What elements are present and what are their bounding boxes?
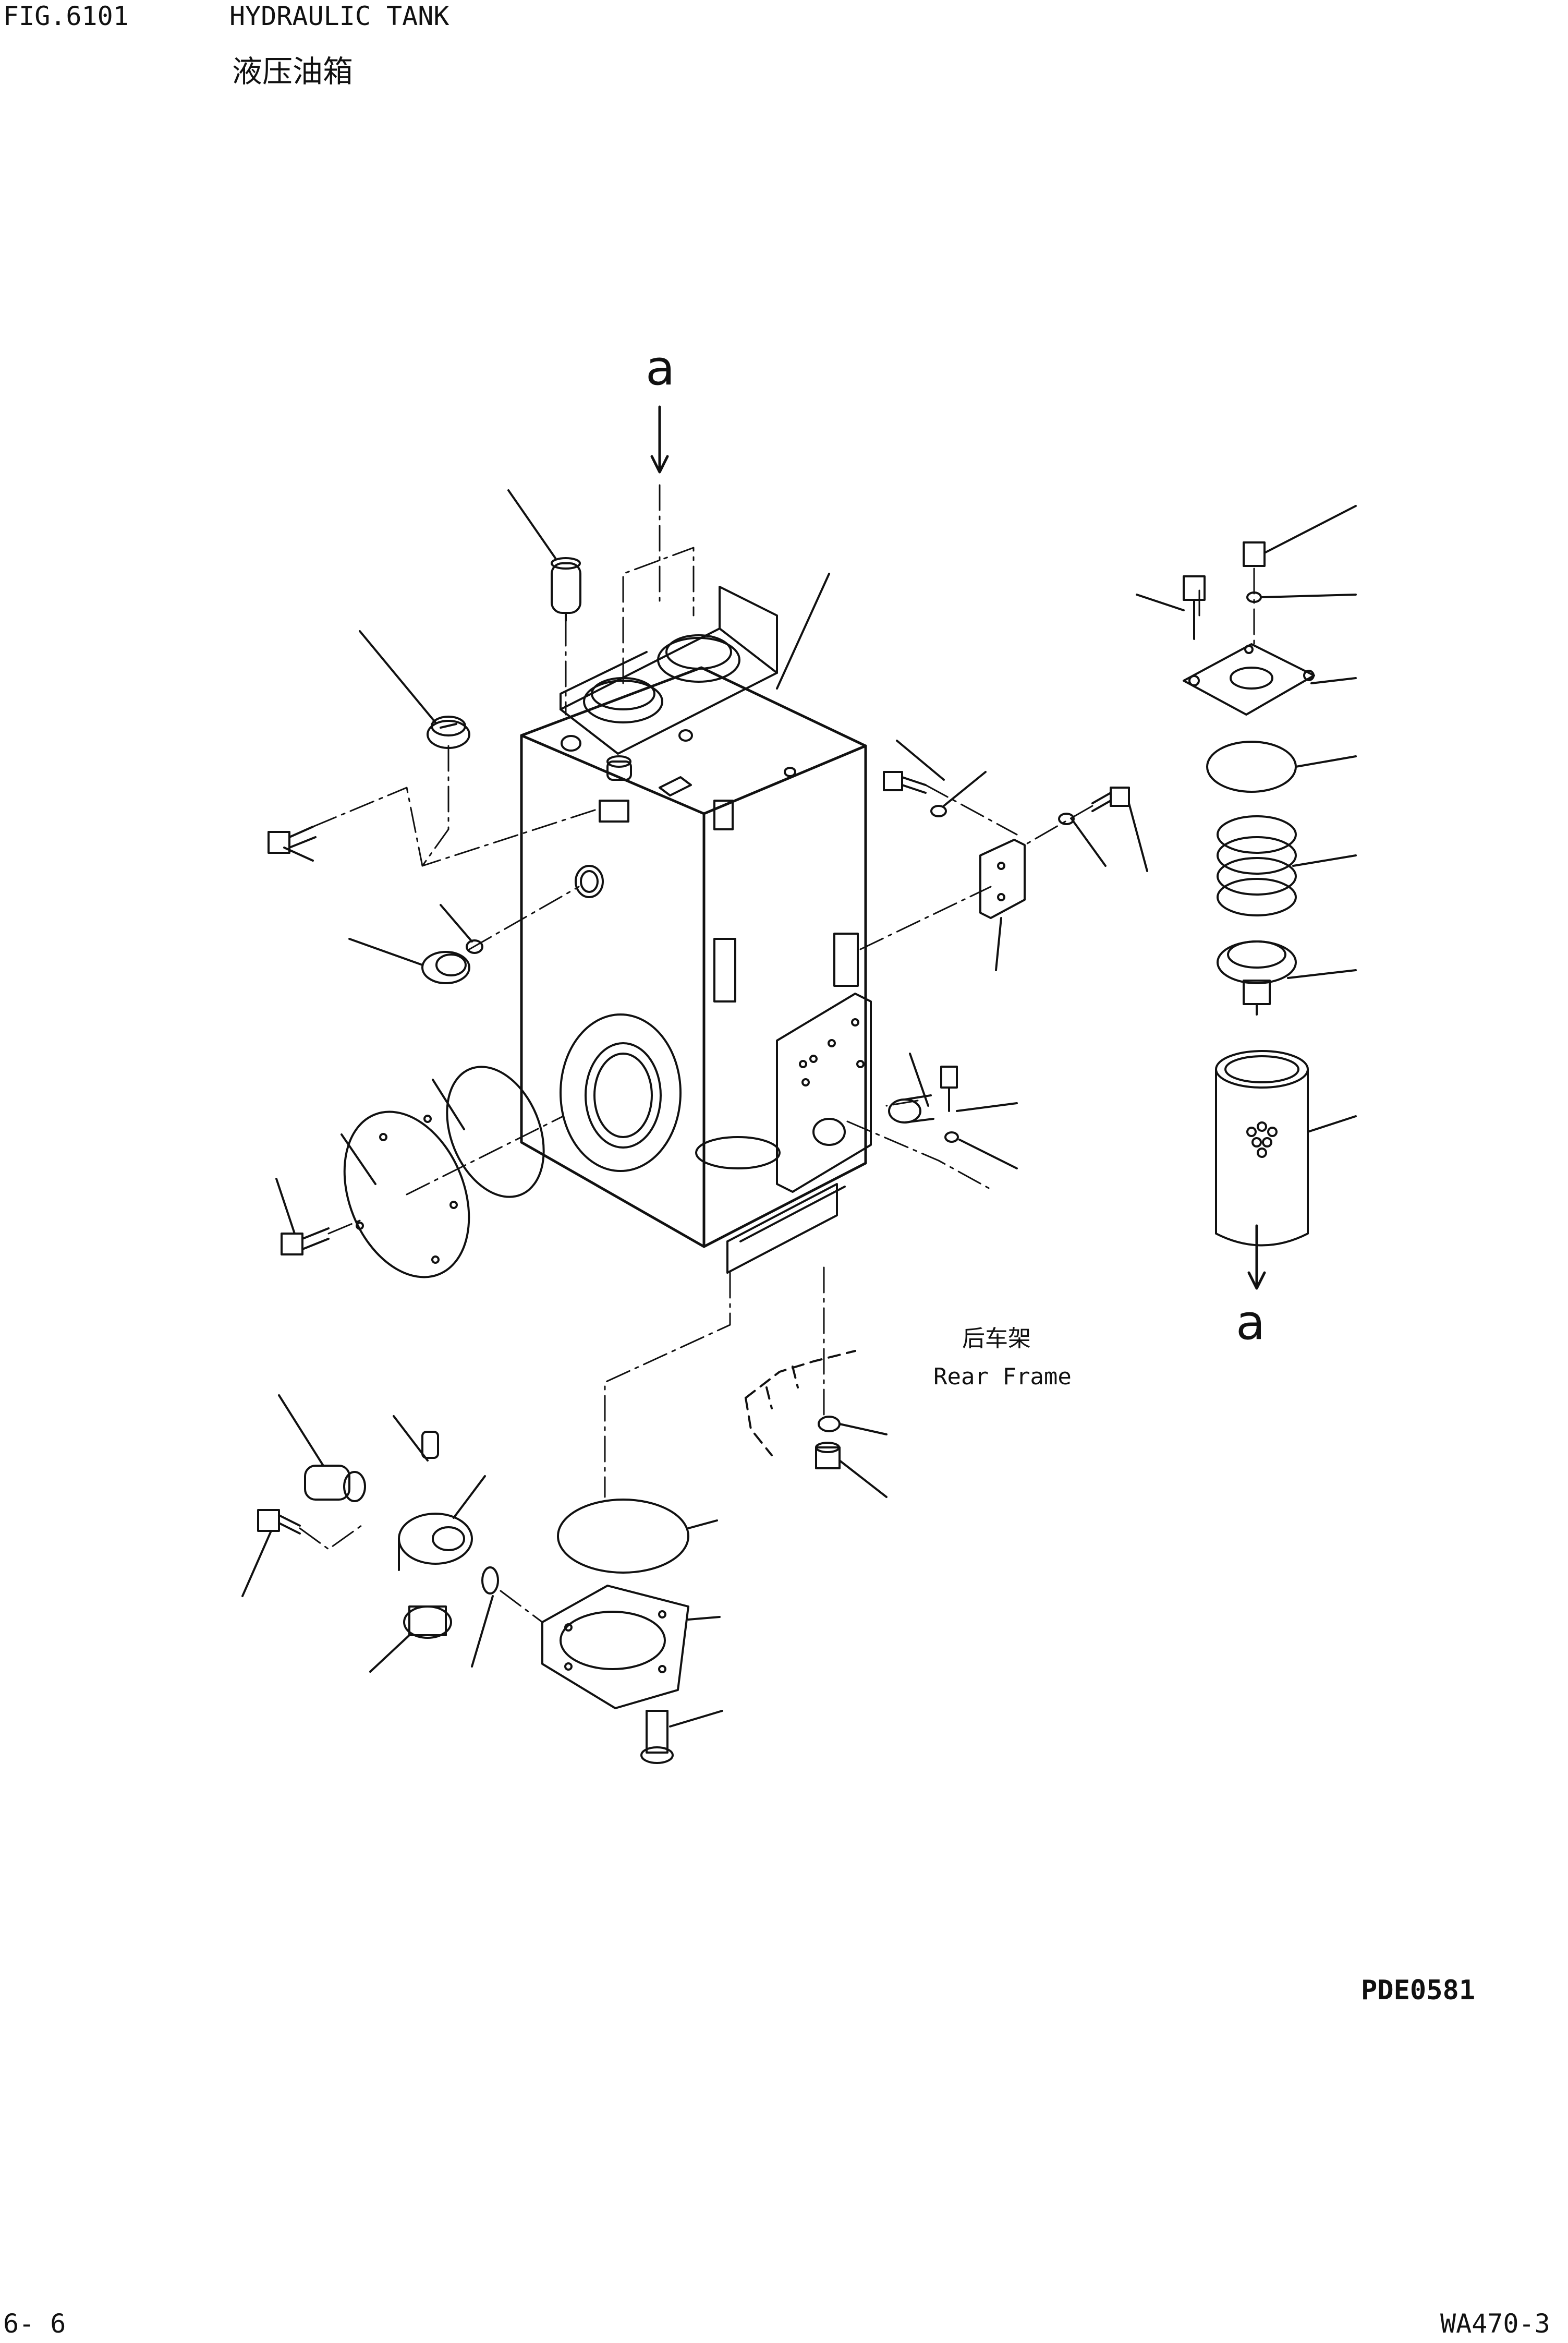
model-code: WA470-3 [1440,2309,1550,2339]
breather-cap [551,557,581,622]
figure-title-chinese: 液压油箱 [232,54,354,89]
filter-valve [1217,940,1297,1016]
arrow-a-bottom [1247,1224,1266,1290]
figure-number: FIG.6101 [3,1,129,31]
filter-element [1215,1050,1309,1247]
rear-frame-outline [745,1350,856,1456]
assembly-center-lines [299,484,1255,1623]
bolt-left-lower [281,1227,330,1255]
suction-adapter-parts [257,1431,499,1639]
tank-side-details [560,755,872,1274]
filler-cap [427,716,470,749]
frame-bolt-washer-nut [815,1416,841,1469]
filter-cover-assembly [1183,541,1315,716]
filter-spring [1217,815,1297,916]
rear-frame-label-chinese: 后车架 [962,1325,1031,1352]
filler-openings [561,634,740,752]
callout-leaders [241,489,1357,1728]
bracket-bolts-and-washers [883,771,1130,919]
sight-gauge-and-oring [421,865,604,984]
temperature-sensor [888,1066,959,1143]
drawing-code: PDE0581 [1361,1975,1476,2006]
bolt-left-upper [268,826,317,854]
rear-frame-label-english: Rear Frame [933,1363,1072,1390]
arrow-a-top [650,405,669,474]
hydraulic-tank-body [520,586,867,1248]
reference-mark-bottom: a [1236,1295,1266,1350]
figure-title-english: HYDRAULIC TANK [229,1,449,31]
inspection-cover-and-gasket [343,1066,545,1278]
reference-mark-top: a [646,340,675,396]
page-number: 6- 6 [3,2309,66,2339]
bottom-cover-and-gasket [541,1499,689,1764]
filter-oring [1206,741,1297,793]
